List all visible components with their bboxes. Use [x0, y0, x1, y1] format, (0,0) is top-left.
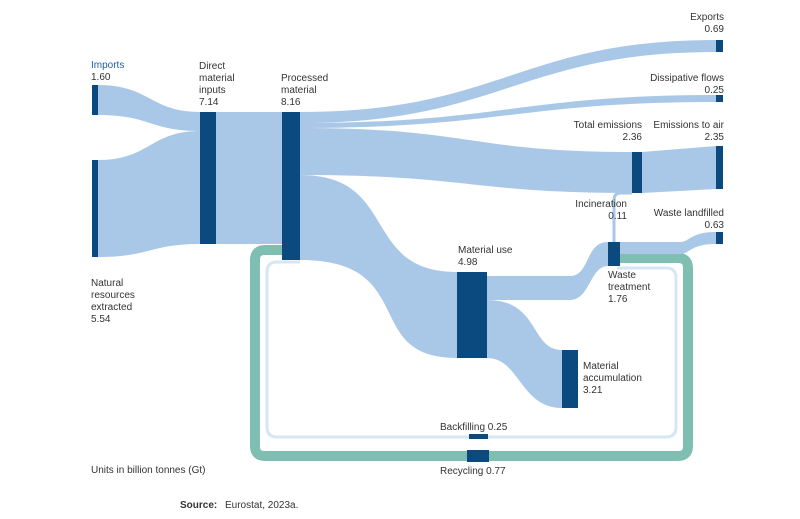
- label-imports: Imports 1.60: [91, 60, 124, 84]
- flow-direct-inputs: [216, 112, 282, 244]
- flow-dissipative: [300, 95, 716, 128]
- node-emissions-to-air: [716, 146, 723, 189]
- label-waste-treatment: Waste treatment 1.76: [608, 270, 650, 306]
- label-pm-line1: Processed: [281, 73, 329, 84]
- label-backfilling: Backfilling 0.25: [440, 422, 508, 433]
- label-material-use: Material use 4.98: [458, 245, 512, 269]
- label-recycling: Recycling 0.77: [440, 466, 506, 477]
- flow-natural-resources: [98, 131, 200, 257]
- flow-material-use: [300, 175, 457, 358]
- label-emissions-to-air: Emissions to air 2.35: [653, 120, 724, 144]
- label-dissipative-name: Dissipative flows: [650, 73, 724, 84]
- label-emissions-air-name: Emissions to air: [653, 120, 724, 131]
- node-backfilling: [469, 434, 488, 439]
- label-dissipative-value: 0.25: [704, 85, 724, 96]
- label-material-use-value: 4.98: [458, 257, 478, 268]
- node-exports: [716, 40, 723, 52]
- label-waste-treatment-line1: Waste: [608, 270, 636, 281]
- label-landfilled-value: 0.63: [704, 220, 724, 231]
- label-dmi-value: 7.14: [199, 97, 219, 108]
- label-waste-treatment-value: 1.76: [608, 294, 628, 305]
- units-note: Units in billion tonnes (Gt): [91, 465, 206, 476]
- label-emissions-air-value: 2.35: [704, 132, 724, 143]
- label-natural-resources-line2: resources: [91, 290, 135, 301]
- flow-incineration: [612, 191, 632, 242]
- flow-to-waste-treatment: [487, 242, 608, 300]
- label-direct-material-inputs: Direct material inputs 7.14: [199, 61, 235, 109]
- source-label: Source:: [180, 500, 218, 511]
- label-dmi-line3: inputs: [199, 85, 226, 96]
- node-material-use: [457, 272, 487, 358]
- flow-landfilled: [620, 232, 716, 254]
- node-direct-material-inputs: [200, 112, 216, 244]
- node-natural-resources: [92, 160, 98, 257]
- label-accumulation-value: 3.21: [583, 385, 603, 396]
- label-total-emissions-value: 2.36: [622, 132, 642, 143]
- label-dissipative-flows: Dissipative flows 0.25: [650, 73, 724, 97]
- node-waste-landfilled: [716, 232, 723, 244]
- label-total-emissions-name: Total emissions: [573, 120, 642, 131]
- node-total-emissions: [632, 152, 642, 193]
- node-dissipative-flows: [716, 95, 723, 102]
- node-recycling: [467, 450, 489, 462]
- label-natural-resources-value: 5.54: [91, 314, 111, 325]
- label-dmi-line1: Direct: [199, 61, 226, 72]
- label-processed-material: Processed material 8.16: [281, 73, 328, 109]
- label-natural-resources-line1: Natural: [91, 278, 124, 289]
- label-incineration-name: Incineration: [575, 199, 627, 210]
- flow-exports: [300, 40, 716, 123]
- label-accumulation-line1: Material: [583, 361, 619, 372]
- node-material-accumulation: [562, 350, 578, 408]
- label-imports-value: 1.60: [91, 72, 111, 83]
- source-text: Eurostat, 2023a.: [225, 500, 299, 511]
- flow-emissions-to-air: [642, 146, 716, 193]
- node-waste-treatment: [608, 242, 620, 266]
- label-exports: Exports 0.69: [690, 12, 724, 36]
- flow-imports: [98, 85, 200, 131]
- label-incineration-value: 0.11: [608, 211, 627, 222]
- label-total-emissions: Total emissions 2.36: [574, 120, 642, 144]
- label-accumulation-line2: accumulation: [583, 373, 642, 384]
- label-material-accumulation: Material accumulation 3.21: [583, 361, 642, 397]
- flow-to-accumulation: [487, 300, 562, 408]
- node-processed-material: [282, 112, 300, 260]
- label-incineration: Incineration 0.11: [575, 199, 627, 223]
- flow-total-emissions: [300, 128, 632, 193]
- label-natural-resources: Natural resources extracted 5.54: [91, 278, 135, 326]
- label-dmi-line2: material: [199, 73, 235, 84]
- label-waste-treatment-line2: treatment: [608, 282, 651, 293]
- node-imports: [92, 85, 98, 115]
- label-exports-value: 0.69: [704, 24, 724, 35]
- label-pm-line2: material: [281, 85, 317, 96]
- label-landfilled-name: Waste landfilled: [653, 208, 724, 219]
- label-pm-value: 8.16: [281, 97, 301, 108]
- label-waste-landfilled: Waste landfilled 0.63: [654, 208, 724, 232]
- label-natural-resources-line3: extracted: [91, 302, 133, 313]
- label-material-use-name: Material use: [458, 245, 513, 256]
- label-exports-name: Exports: [690, 12, 724, 23]
- label-imports-name: Imports: [91, 60, 125, 71]
